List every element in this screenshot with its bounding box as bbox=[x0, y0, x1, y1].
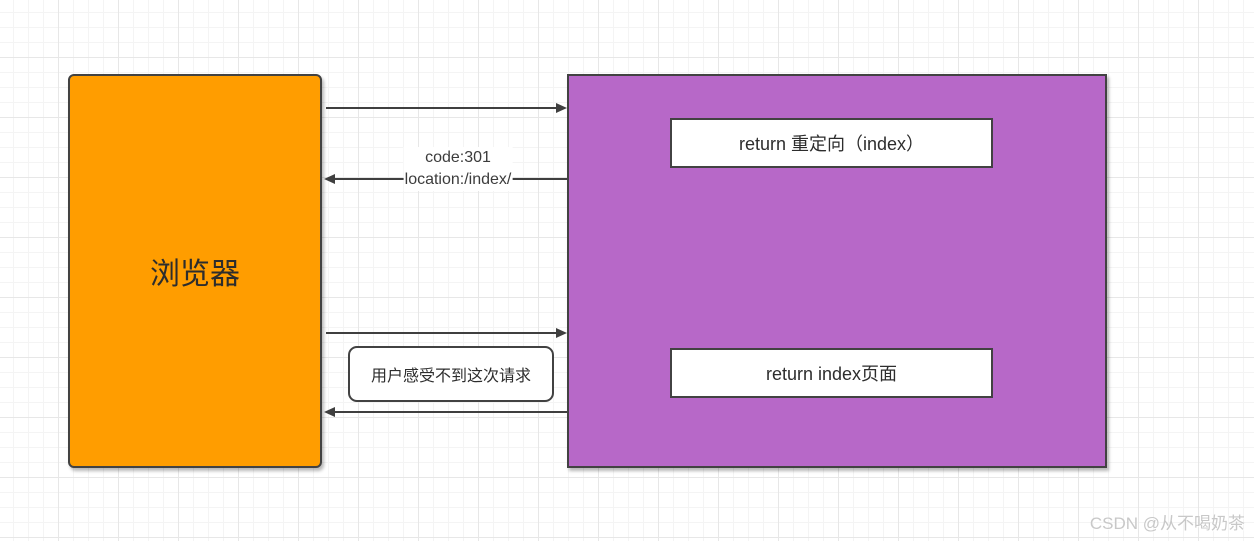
index-return-label: return index页面 bbox=[765, 364, 898, 384]
request-arrow-2 bbox=[326, 328, 567, 338]
user-note-box: 用户感受不到这次请求 bbox=[348, 346, 554, 402]
redirect-location-text: location:/index/ bbox=[404, 171, 512, 188]
redirect-code-text: code:301 bbox=[425, 149, 491, 166]
request-arrow-1 bbox=[326, 103, 567, 113]
redirect-return-label: return 重定向（index） bbox=[738, 134, 925, 154]
watermark: CSDN @从不喝奶茶 bbox=[1089, 514, 1245, 533]
browser-box: 浏览器 bbox=[68, 74, 322, 468]
redirect-info-label: code:301 location:/index/ bbox=[403, 147, 513, 191]
user-note-label: 用户感受不到这次请求 bbox=[370, 368, 531, 385]
browser-box-label: 浏览器 bbox=[150, 258, 240, 291]
index-response-arrow bbox=[324, 407, 567, 417]
index-return-box: return index页面 bbox=[670, 348, 993, 398]
redirect-return-box: return 重定向（index） bbox=[670, 118, 993, 168]
